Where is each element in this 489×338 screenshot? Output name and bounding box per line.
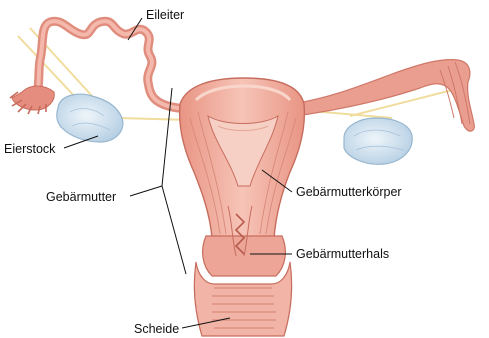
label-gebaermutterkoerper: Gebärmutterkörper — [296, 185, 402, 199]
uterus — [180, 78, 305, 238]
label-scheide: Scheide — [134, 322, 179, 336]
right-ovary — [344, 118, 412, 164]
label-gebaermutter: Gebärmutter — [46, 190, 116, 204]
label-eileiter: Eileiter — [146, 8, 184, 22]
leader-gebaermutter — [130, 186, 162, 196]
left-ovary — [57, 94, 123, 142]
label-gebaermutterhals: Gebärmutterhals — [296, 247, 389, 261]
label-eierstock: Eierstock — [4, 142, 56, 156]
